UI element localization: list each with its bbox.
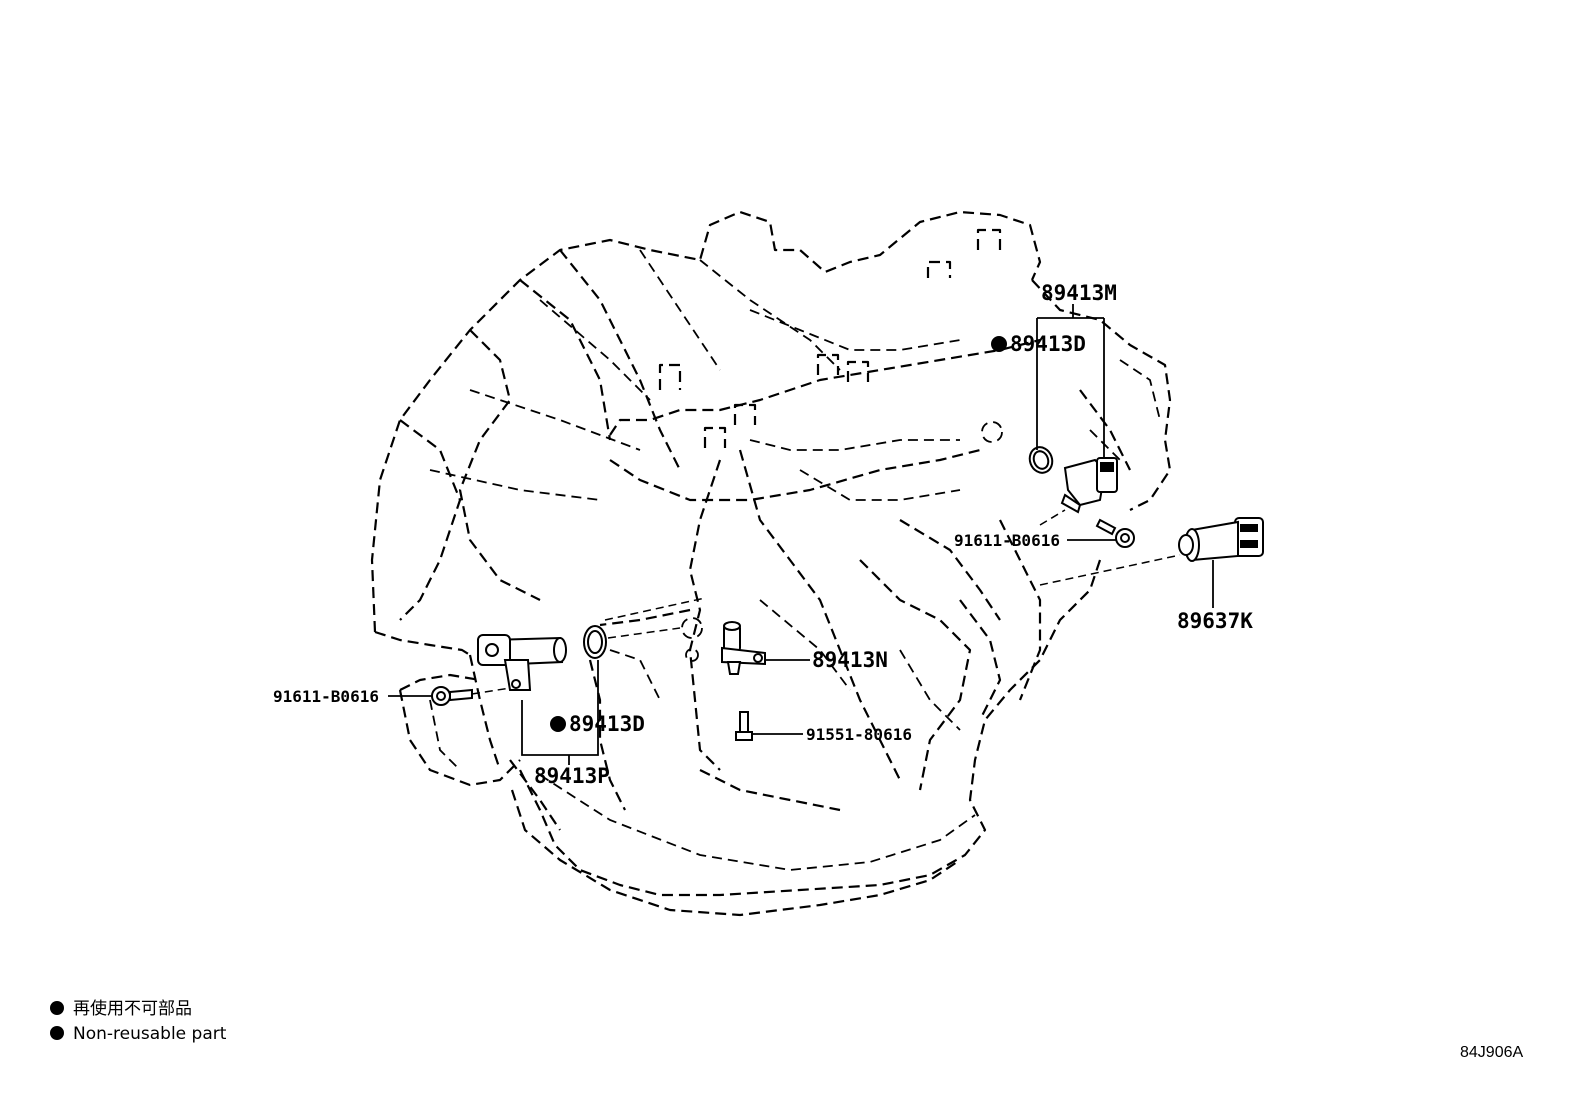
bolt-91551 xyxy=(735,711,753,741)
bolt-91611-right xyxy=(1095,518,1135,548)
label-89413P: 89413P xyxy=(534,764,610,788)
sensor-89413P xyxy=(477,634,567,691)
non-reusable-marker-bottom xyxy=(550,716,566,732)
legend-marker-jp xyxy=(50,1001,64,1015)
label-89637K: 89637K xyxy=(1177,609,1253,633)
legend-marker-en xyxy=(50,1026,64,1040)
sensor-89637K xyxy=(1178,517,1264,562)
label-89413N: 89413N xyxy=(812,648,888,672)
sensor-89413N xyxy=(721,621,766,675)
transmission-outline xyxy=(370,210,1172,917)
figure-code: 84J906A xyxy=(1460,1044,1523,1061)
oring-89413D-bottom xyxy=(583,625,607,659)
legend: 再使用不可部品 Non-reusable part xyxy=(50,998,227,1044)
label-91551: 91551-80616 xyxy=(806,725,912,744)
non-reusable-marker-top xyxy=(991,336,1007,352)
label-89413D-top: 89413D xyxy=(1010,332,1086,356)
part-labels: 89413M 89413D 91611-B0616 89637K 89413N … xyxy=(273,281,1253,788)
legend-text-en: Non-reusable part xyxy=(73,1024,227,1044)
bolt-91611-left xyxy=(431,686,473,706)
oring-89413D-top xyxy=(1028,446,1054,474)
label-91611-left: 91611-B0616 xyxy=(273,687,379,706)
label-89413M: 89413M xyxy=(1041,281,1117,305)
sensor-89413M xyxy=(1060,457,1118,514)
label-91611-right: 91611-B0616 xyxy=(954,531,1060,550)
label-89413D-bottom: 89413D xyxy=(569,712,645,736)
legend-text-jp: 再使用不可部品 xyxy=(73,998,192,1019)
leader-lines xyxy=(388,304,1214,765)
